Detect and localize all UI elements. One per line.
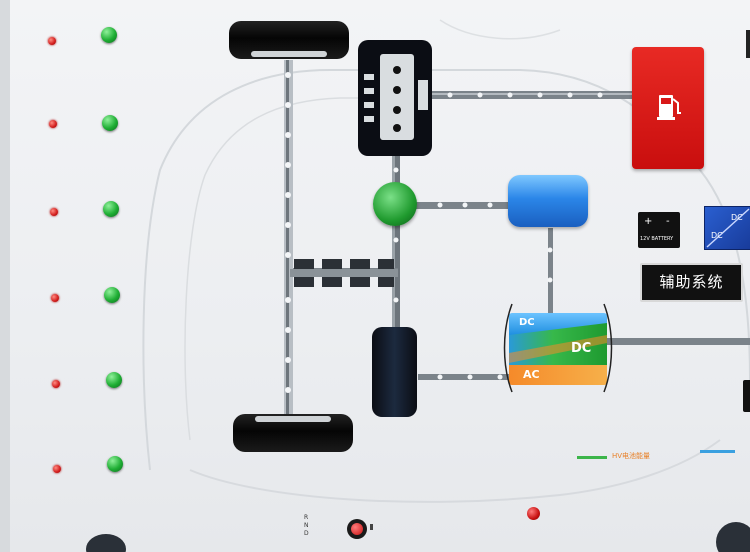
green-button-1[interactable] [101, 27, 117, 43]
dcdc-label-top: DC [731, 213, 743, 222]
converter-brackets [503, 303, 613, 393]
legend-green-text: HV电池能量 [612, 452, 651, 460]
battery-icon: + - [644, 216, 670, 227]
indicator-led-5 [52, 380, 60, 388]
dcdc-module: DC DC [704, 206, 750, 250]
indicator-led-4 [51, 294, 59, 302]
aux-battery: + - 12V BATTERY [638, 212, 680, 248]
indicator-led-1 [48, 37, 56, 45]
gear-set [290, 259, 398, 287]
converter-middle-label: DC [571, 341, 592, 356]
battery-label: 12V BATTERY [640, 236, 674, 242]
green-button-2[interactable] [102, 115, 118, 131]
dc-ac-converter: DC DC AC [509, 313, 607, 385]
center-red-button[interactable] [527, 507, 540, 520]
fuel-pump-icon [657, 95, 681, 120]
bottom-left-knob[interactable] [86, 534, 126, 552]
svg-text:-: - [666, 216, 670, 227]
small-tab-marker [370, 524, 373, 530]
legend-blue-line [700, 450, 735, 453]
engine-icon [348, 54, 428, 140]
rear-wheel [233, 414, 353, 452]
rear-wheel-hub [255, 416, 331, 422]
legend-green-line [577, 456, 607, 459]
right-edge-block [743, 380, 750, 412]
green-button-3[interactable] [103, 201, 119, 217]
green-button-4[interactable] [104, 287, 120, 303]
green-button-6[interactable] [107, 456, 123, 472]
gear-selector-knob[interactable] [347, 519, 367, 539]
gear-knob-red [351, 523, 363, 535]
indicator-led-3 [50, 208, 58, 216]
motor-cylinder [508, 175, 588, 227]
front-wheel [229, 21, 349, 59]
green-button-5[interactable] [106, 372, 122, 388]
gear-selector-letters: R N D [304, 514, 309, 537]
engine-block [348, 40, 432, 156]
hv-battery-block [372, 327, 417, 417]
aux-system-tag: 辅助系统 [640, 263, 743, 302]
generator-sphere [373, 182, 417, 226]
dcdc-slash [706, 208, 750, 248]
bottom-right-knob[interactable] [716, 522, 750, 552]
converter-bands [509, 313, 607, 385]
dcdc-label-bottom: DC [711, 231, 723, 240]
fuel-tank-box [632, 47, 704, 169]
board-edge [0, 0, 10, 552]
front-wheel-hub [251, 51, 327, 57]
svg-text:+: + [644, 216, 652, 227]
indicator-led-2 [49, 120, 57, 128]
converter-top-label: DC [519, 317, 535, 328]
indicator-led-6 [53, 465, 61, 473]
right-top-block [746, 30, 750, 58]
converter-bottom-label: AC [523, 368, 540, 381]
